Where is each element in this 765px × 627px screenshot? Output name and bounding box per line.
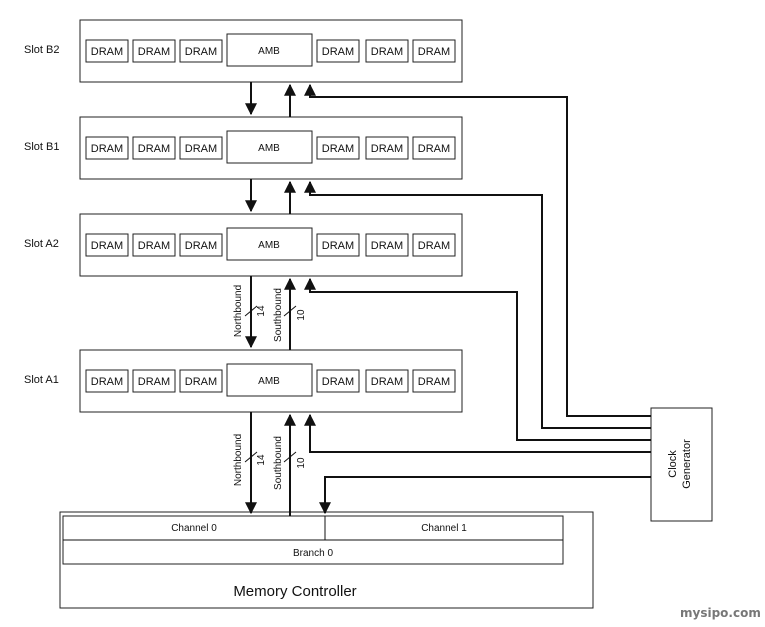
dram-chip — [316, 39, 360, 63]
clock-line-a1 — [304, 413, 651, 453]
dram-chip — [412, 369, 456, 393]
clock-line-b1 — [304, 180, 651, 429]
dram-chip-label: DRAM — [371, 46, 403, 58]
dram-chip-label: DRAM — [138, 143, 170, 155]
northbound-label: Northbound — [233, 434, 244, 486]
amb-chip — [226, 227, 313, 261]
dram-chip — [179, 369, 223, 393]
dram-chip-label: DRAM — [185, 143, 217, 155]
dram-chip-label: DRAM — [371, 143, 403, 155]
dram-chip-label: DRAM — [322, 240, 354, 252]
branch-label: Branch 0 — [293, 548, 333, 559]
slot-a1: Slot A1 DRAM DRAM DRAM AMB DRAM DRAM DRA… — [24, 349, 463, 413]
clock-label-line2: Generator — [681, 439, 693, 489]
clock-generator-box — [650, 407, 713, 522]
dram-chip — [132, 136, 176, 160]
memory-controller-title: Memory Controller — [233, 583, 356, 600]
channel-0-label: Channel 0 — [171, 523, 217, 534]
dram-chip — [132, 39, 176, 63]
slot-b1: Slot B1 DRAM DRAM DRAM AMB DRAM DRAM DRA… — [24, 116, 463, 180]
dram-chip-label: DRAM — [418, 376, 450, 388]
dram-chip-label: DRAM — [138, 240, 170, 252]
dram-chip — [85, 233, 129, 257]
northbound-label: Northbound — [233, 285, 244, 337]
dram-chip — [179, 136, 223, 160]
southbound-label: Southbound — [273, 436, 284, 490]
dram-chip — [365, 136, 409, 160]
slot-label: Slot A1 — [24, 374, 59, 386]
southbound-bits: 10 — [296, 457, 307, 469]
dram-chip — [85, 369, 129, 393]
dram-chip-label: DRAM — [91, 143, 123, 155]
dram-chip-label: DRAM — [371, 376, 403, 388]
clock-line-b2 — [304, 83, 651, 417]
clock-generator: Clock Generator — [650, 407, 713, 522]
slot-label: Slot B2 — [24, 44, 59, 56]
dram-chip — [316, 233, 360, 257]
dram-chip — [365, 369, 409, 393]
dram-chip-label: DRAM — [322, 376, 354, 388]
northbound-bits: 14 — [256, 454, 267, 466]
slot-b2: Slot B2 DRAM DRAM DRAM AMB DRAM DRAM DRA… — [24, 19, 463, 83]
dram-chip-label: DRAM — [418, 46, 450, 58]
dram-chip-label: DRAM — [91, 376, 123, 388]
slot-label: Slot A2 — [24, 238, 59, 250]
watermark: mysipo.com — [680, 606, 761, 620]
slot-a2: Slot A2 DRAM DRAM DRAM AMB DRAM DRAM DRA… — [24, 213, 463, 277]
southbound-label: Southbound — [273, 288, 284, 342]
dram-chip-label: DRAM — [185, 240, 217, 252]
dram-chip-label: DRAM — [185, 376, 217, 388]
bus-width-slash — [244, 451, 258, 463]
dram-chip-label: DRAM — [138, 376, 170, 388]
amb-chip — [226, 363, 313, 397]
bus-width-slash — [244, 305, 258, 317]
channel-1-label: Channel 1 — [421, 523, 467, 534]
dram-chip — [365, 233, 409, 257]
amb-chip — [226, 130, 313, 164]
memory-controller: Channel 0 Channel 1 Branch 0 Memory Cont… — [59, 511, 594, 609]
dram-chip-label: DRAM — [138, 46, 170, 58]
amb-chip — [226, 33, 313, 67]
dram-chip — [412, 39, 456, 63]
dram-chip-label: DRAM — [322, 143, 354, 155]
dram-chip-label: DRAM — [418, 240, 450, 252]
amb-label: AMB — [258, 143, 280, 154]
dram-chip-label: DRAM — [185, 46, 217, 58]
clock-line-a2 — [304, 277, 651, 441]
dram-chip-label: DRAM — [91, 240, 123, 252]
amb-label: AMB — [258, 46, 280, 57]
northbound-bits: 14 — [256, 305, 267, 317]
dram-chip — [132, 369, 176, 393]
clock-line-controller — [319, 476, 651, 515]
dram-chip — [85, 39, 129, 63]
dram-chip-label: DRAM — [91, 46, 123, 58]
amb-label: AMB — [258, 376, 280, 387]
clock-label-line1: Clock — [667, 450, 679, 478]
dram-chip-label: DRAM — [322, 46, 354, 58]
dram-chip — [132, 233, 176, 257]
dram-chip — [179, 233, 223, 257]
dram-chip — [179, 39, 223, 63]
slot-label: Slot B1 — [24, 141, 59, 153]
dram-chip — [412, 233, 456, 257]
dram-chip — [316, 369, 360, 393]
dram-chip — [365, 39, 409, 63]
dram-chip — [412, 136, 456, 160]
dram-chip-label: DRAM — [418, 143, 450, 155]
bus-width-slash — [283, 451, 297, 463]
dram-chip-label: DRAM — [371, 240, 403, 252]
amb-label: AMB — [258, 240, 280, 251]
southbound-bits: 10 — [296, 309, 307, 321]
bus-width-slash — [283, 305, 297, 317]
dram-chip — [85, 136, 129, 160]
dram-chip — [316, 136, 360, 160]
